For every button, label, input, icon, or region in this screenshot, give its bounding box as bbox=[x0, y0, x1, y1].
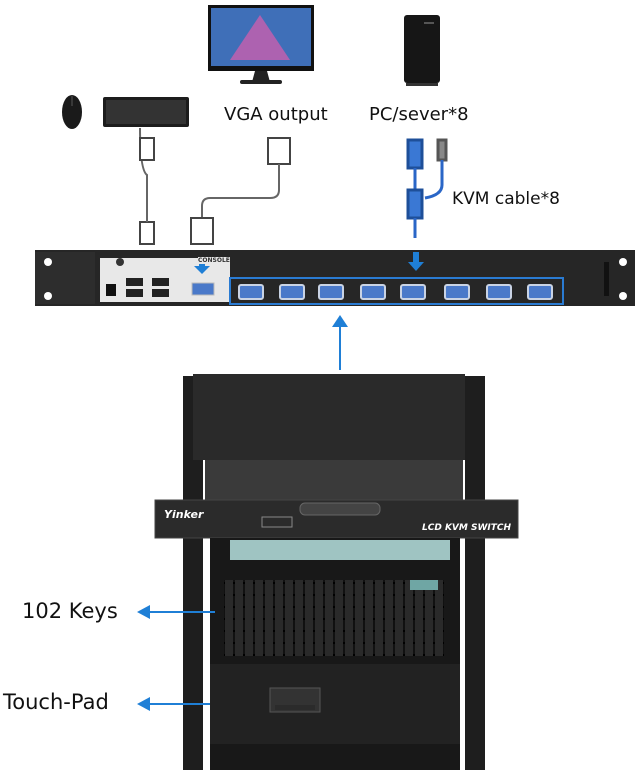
vga-port bbox=[400, 284, 426, 300]
kvm-cable bbox=[406, 138, 448, 238]
mouse-icon bbox=[62, 95, 82, 129]
vga-port bbox=[318, 284, 344, 300]
monitor-icon bbox=[208, 5, 314, 84]
vga-output-label: VGA output bbox=[224, 104, 328, 125]
vga-port bbox=[527, 284, 553, 300]
keyboard-102-keys bbox=[224, 580, 444, 656]
pc-tower-icon bbox=[404, 15, 440, 86]
brand-logo: Yinker bbox=[164, 508, 204, 521]
usb-cable bbox=[139, 127, 155, 245]
keys-label: 102 Keys bbox=[22, 599, 118, 623]
vga-port bbox=[238, 284, 264, 300]
vga-cable bbox=[190, 137, 291, 245]
led-indicator-panel bbox=[410, 580, 438, 590]
pc-server-label: PC/sever*8 bbox=[369, 104, 469, 125]
kvm-cable-label: KVM cable*8 bbox=[452, 189, 560, 209]
up-arrow-icon bbox=[332, 315, 348, 370]
left-arrow-icon bbox=[137, 605, 215, 711]
vga-port bbox=[486, 284, 512, 300]
vga-port bbox=[360, 284, 386, 300]
console-label: CONSOLE bbox=[198, 257, 230, 264]
vga-port bbox=[279, 284, 305, 300]
lcd-kvm-drawer bbox=[154, 374, 519, 770]
product-name-label: LCD KVM SWITCH bbox=[422, 523, 512, 533]
keyboard-icon bbox=[103, 97, 189, 127]
vga-port bbox=[444, 284, 470, 300]
touchpad-label: Touch-Pad bbox=[3, 690, 109, 714]
